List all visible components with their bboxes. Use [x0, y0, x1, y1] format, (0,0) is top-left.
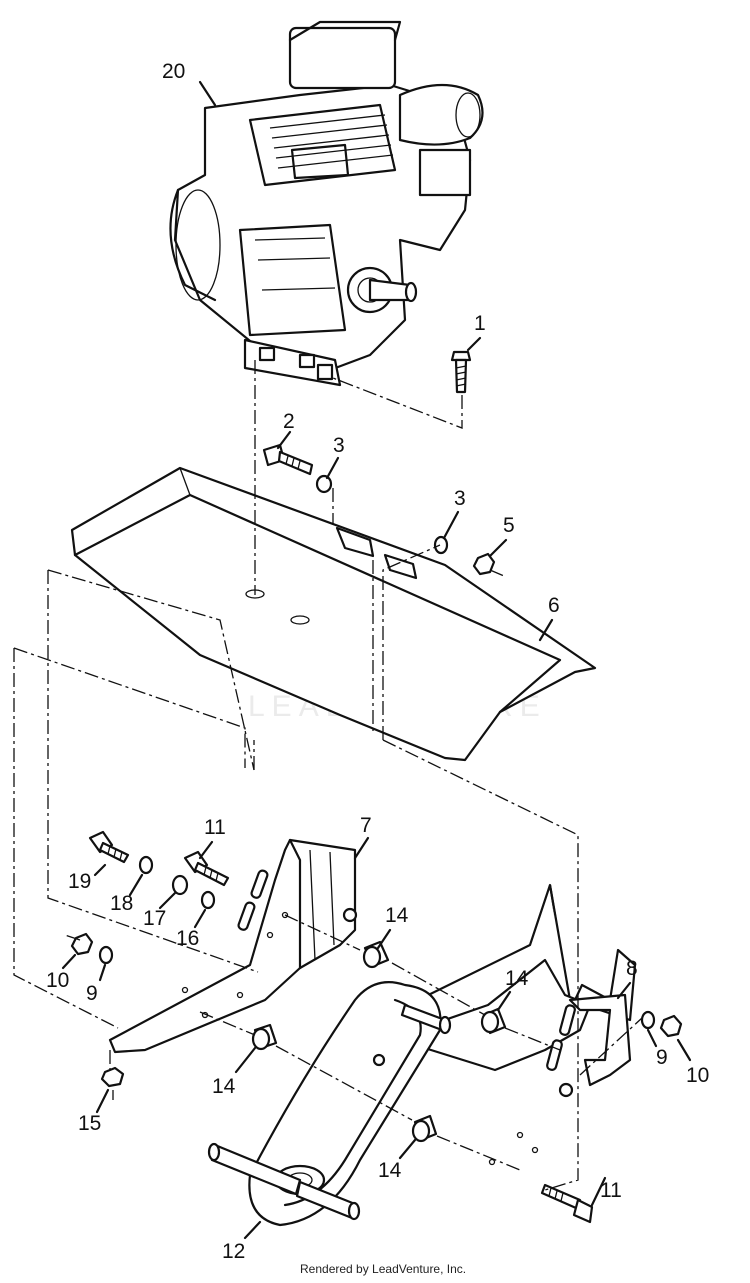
callout-label: 9 [656, 1046, 668, 1069]
tine-shield [70, 466, 597, 762]
engine [169, 20, 484, 387]
right-hardware [540, 1010, 683, 1224]
spacers [251, 940, 507, 1143]
callout-label: 2 [283, 410, 295, 433]
callout-label: 3 [454, 487, 466, 510]
callout-label: 10 [46, 969, 69, 992]
callout-label: 14 [378, 1159, 402, 1182]
callout-label: 9 [86, 982, 98, 1005]
callouts: 20 1 2 3 3 5 6 7 11 19 18 17 16 14 8 14 … [46, 60, 709, 1263]
leader-lines [13, 360, 643, 1191]
callout-label: 14 [385, 904, 409, 927]
callout-label: 20 [162, 60, 185, 83]
callout-label: 3 [333, 434, 345, 457]
left-tine-bracket [108, 838, 358, 1054]
callout-label: 8 [626, 957, 638, 980]
callout-leaders [61, 80, 692, 1240]
engine-mount-bolt [450, 350, 472, 394]
callout-label: 14 [505, 967, 529, 990]
washer [433, 535, 449, 555]
callout-label: 7 [360, 814, 372, 837]
callout-label: 11 [204, 816, 226, 839]
washer [315, 474, 333, 494]
callout-label: 16 [176, 927, 199, 950]
callout-label: 6 [548, 594, 560, 617]
callout-label: 10 [686, 1064, 709, 1087]
footer-credit: Rendered by LeadVenture, Inc. [300, 1262, 467, 1276]
shield-bolt [262, 443, 314, 476]
chain-case [207, 981, 452, 1227]
callout-label: 17 [143, 907, 166, 930]
callout-label: 18 [110, 892, 133, 915]
left-hardware [70, 830, 230, 1088]
callout-label: 1 [474, 312, 486, 335]
hex-nut [472, 552, 496, 576]
callout-label: 11 [600, 1179, 622, 1202]
callout-label: 19 [68, 870, 91, 893]
callout-label: 12 [222, 1240, 245, 1263]
callout-label: 15 [78, 1112, 101, 1135]
callout-label: 14 [212, 1075, 236, 1098]
callout-label: 5 [503, 514, 515, 537]
